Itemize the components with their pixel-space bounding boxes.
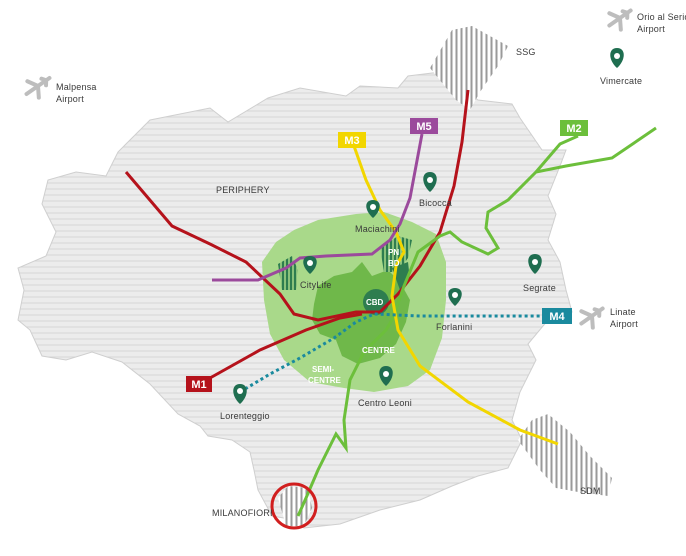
porta-nuova-area (380, 236, 412, 272)
semi-centre-label-2: CENTRE (308, 376, 342, 385)
m5-line (212, 133, 424, 282)
svg-text:M5: M5 (416, 121, 431, 133)
m2-line (296, 126, 657, 517)
m1-line-southwest (209, 312, 363, 380)
cbd-label: CBD (366, 298, 384, 307)
bicocca-label: Bicocca (419, 198, 452, 208)
svg-text:M4: M4 (549, 311, 565, 323)
milanofiori-highlight (270, 482, 318, 530)
centre-label: CENTRE (362, 346, 396, 355)
m2-line-east (534, 134, 579, 173)
malpensa-label-2: Airport (56, 94, 84, 104)
ssg-area (430, 26, 508, 110)
ssg-label: SSG (516, 47, 536, 57)
airplane-icon (607, 8, 633, 32)
m1-line-northeast (378, 89, 470, 314)
linate-label: Linate (610, 307, 636, 317)
semi-centre-label: SEMI- (312, 365, 335, 374)
m3-tag: M3 (338, 132, 366, 148)
linate-label-2: Airport (610, 319, 638, 329)
pin-forlanini (448, 288, 462, 306)
svg-text:M3: M3 (344, 135, 359, 147)
m1-line-west (124, 171, 380, 322)
pin-lorenteggio (233, 384, 247, 404)
milanofiori-label: MILANOFIORI (212, 508, 273, 518)
orio-label-2: Airport (637, 24, 665, 34)
sdm-area (518, 414, 612, 496)
airplane-icon (24, 75, 52, 100)
centro-leoni-label: Centro Leoni (358, 398, 412, 408)
m2-tag: M2 (560, 120, 588, 136)
vimercate-label: Vimercate (600, 76, 642, 86)
pin-citylife (303, 256, 317, 274)
bd-label: BD (388, 259, 400, 268)
m1-tag: M1 (186, 376, 212, 392)
periphery-label: PERIPHERY (216, 185, 270, 195)
m4-tag: M4 (542, 308, 572, 324)
segrate-label: Segrate (523, 283, 556, 293)
svg-text:M2: M2 (566, 123, 581, 135)
m4-line (239, 312, 542, 394)
pin-centro-leoni (379, 366, 393, 386)
m5-tag: M5 (410, 118, 438, 134)
pin-bicocca (423, 172, 437, 192)
pn-label: PN (388, 248, 399, 257)
pin-segrate (528, 254, 542, 274)
forlanini-label: Forlanini (436, 322, 472, 332)
pin-vimercate (610, 48, 624, 68)
malpensa-label: Malpensa (56, 82, 97, 92)
citylife-label: CityLife (300, 280, 332, 290)
orio-label: Orio al Serio (637, 12, 686, 22)
pin-maciachini (366, 200, 380, 218)
milanofiori-area (278, 486, 312, 526)
svg-text:M1: M1 (191, 379, 206, 391)
airplane-icon (579, 306, 605, 330)
sdm-label: SDM (580, 486, 601, 496)
maciachini-label: Maciachini (355, 224, 400, 234)
lorenteggio-label: Lorenteggio (220, 411, 270, 421)
